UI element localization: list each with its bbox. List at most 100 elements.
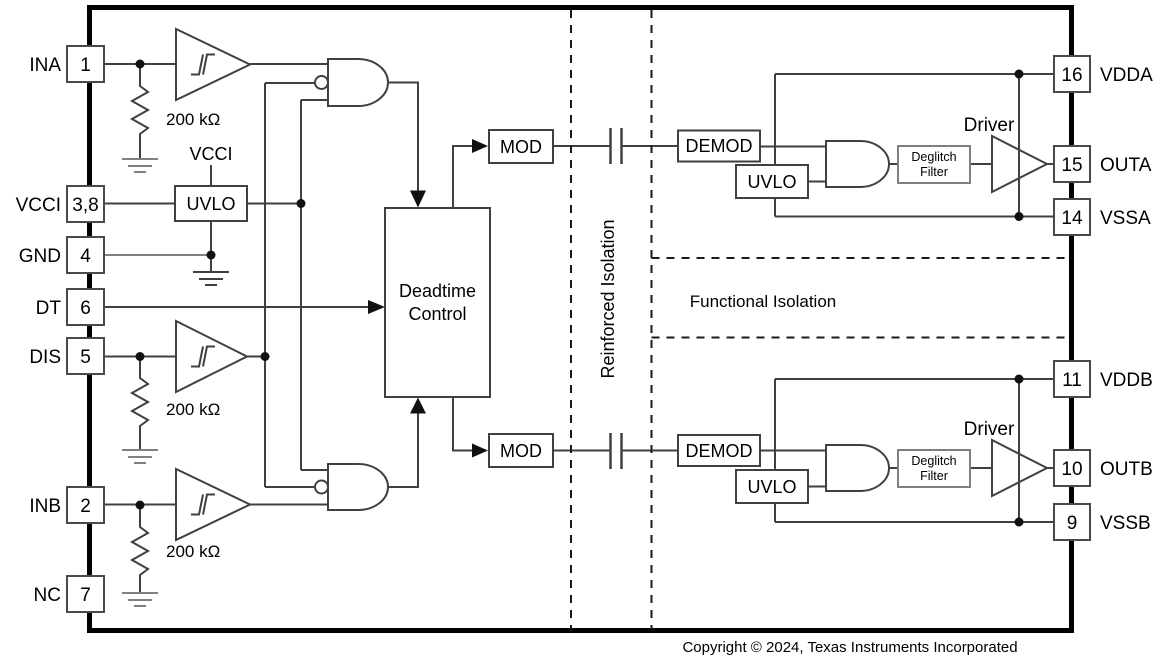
demod-a-block xyxy=(677,129,761,163)
deadtime-label-1: Deadtime xyxy=(399,281,476,301)
hysteresis-icon xyxy=(191,53,215,76)
resistor-dis-icon xyxy=(122,356,158,464)
resistor-dis-value: 200 kΩ xyxy=(166,400,220,419)
pin-number: 2 xyxy=(80,496,91,517)
pin-number: 4 xyxy=(80,246,91,267)
driver-a-label: Driver xyxy=(964,115,1015,136)
pin-number: 7 xyxy=(80,585,91,606)
uvlo-input-block xyxy=(174,185,248,222)
mod-b-label: MOD xyxy=(500,441,542,461)
isolation-capacitor-a-icon xyxy=(609,128,623,164)
deglitch-a-label-2: Filter xyxy=(920,165,948,179)
pin-labels: INA VCCI GND DT DIS INB NC VDDA OUTA VSS… xyxy=(16,55,1154,606)
resistor-ina-icon xyxy=(122,64,158,173)
block-labels: VCCI UVLO Deadtime Control MOD MOD DEMOD… xyxy=(186,115,1015,497)
mod-a-block xyxy=(488,129,554,164)
pin-box-dt xyxy=(66,288,105,326)
ground-icon xyxy=(193,271,229,286)
pin-box-dis xyxy=(66,337,105,375)
deglitch-filter-b-block xyxy=(897,449,971,488)
and-gate-a-icon xyxy=(825,140,890,188)
hysteresis-icon xyxy=(191,345,215,368)
pin-box-outb xyxy=(1053,449,1091,487)
inverter-bubble-icon xyxy=(314,75,329,90)
nand-gate-b-icon xyxy=(314,463,389,511)
arrowheads xyxy=(368,139,488,458)
demod-b-block xyxy=(677,434,761,467)
resistor-labels: 200 kΩ 200 kΩ 200 kΩ xyxy=(166,110,220,561)
left-pin-boxes xyxy=(66,45,105,613)
mod-a-label: MOD xyxy=(500,137,542,157)
pin-label-inb: INB xyxy=(29,496,61,517)
pin-number: 9 xyxy=(1067,513,1078,534)
isolation-capacitor-b-icon xyxy=(609,433,623,469)
deadtime-label-2: Control xyxy=(408,304,466,324)
pin-number: 3,8 xyxy=(72,195,98,216)
schmitt-trigger-dis-icon xyxy=(175,319,250,394)
inverter-bubble-icon xyxy=(314,479,329,495)
uvlo-input-label: UVLO xyxy=(186,194,235,214)
pin-label-vssb: VSSB xyxy=(1100,513,1151,534)
pin-number: 14 xyxy=(1061,208,1083,229)
deglitch-b-label-1: Deglitch xyxy=(911,454,956,468)
pin-label-dt: DT xyxy=(36,298,62,319)
pin-label-outa: OUTA xyxy=(1100,155,1152,176)
schmitt-trigger-inb-icon xyxy=(175,467,253,542)
pin-number: 10 xyxy=(1061,459,1082,480)
pin-label-gnd: GND xyxy=(19,246,61,267)
pin-label-vssa: VSSA xyxy=(1100,208,1151,229)
pin-number: 11 xyxy=(1062,370,1082,391)
right-pin-boxes xyxy=(1053,55,1091,541)
pin-label-dis: DIS xyxy=(29,347,61,368)
uvlo-b-label: UVLO xyxy=(747,477,796,497)
pin-box-vssa xyxy=(1053,198,1091,236)
pin-number: 16 xyxy=(1061,65,1082,86)
chip-outline xyxy=(87,5,1074,633)
copyright-text: Copyright © 2024, Texas Instruments Inco… xyxy=(682,639,1017,656)
and-gate-b-icon xyxy=(825,444,890,492)
reinforced-isolation-label: Reinforced Isolation xyxy=(598,219,618,378)
mod-b-block xyxy=(488,433,554,468)
pin-box-vdda xyxy=(1053,55,1091,93)
pin-label-vdda: VDDA xyxy=(1100,65,1153,86)
deglitch-a-label-1: Deglitch xyxy=(911,150,956,164)
schmitt-trigger-ina-icon xyxy=(175,27,253,102)
pin-number: 6 xyxy=(80,298,91,319)
isolation-barrier-lines xyxy=(570,10,1070,629)
pin-box-outa xyxy=(1053,145,1091,183)
pin-number: 1 xyxy=(80,55,91,76)
ground-icon xyxy=(122,158,158,173)
vcci-net-label: VCCI xyxy=(189,144,232,164)
pin-label-vcci: VCCI xyxy=(16,195,61,216)
pin-numbers: 1 3,8 4 6 5 2 7 16 15 14 11 10 9 xyxy=(72,55,1083,606)
resistor-inb-icon xyxy=(122,505,158,607)
hysteresis-icon xyxy=(191,493,215,516)
pin-box-gnd xyxy=(66,236,105,274)
pin-number: 15 xyxy=(1061,155,1082,176)
uvlo-b-block xyxy=(735,469,809,504)
resistor-a-value: 200 kΩ xyxy=(166,110,220,129)
pin-label-outb: OUTB xyxy=(1100,459,1153,480)
pin-box-vddb xyxy=(1053,360,1091,398)
pin-box-vcci xyxy=(66,185,105,223)
pin-label-nc: NC xyxy=(34,585,61,606)
pin-label-vddb: VDDB xyxy=(1100,370,1153,391)
driver-b-label: Driver xyxy=(964,419,1015,440)
pin-label-ina: INA xyxy=(29,55,61,76)
uvlo-a-label: UVLO xyxy=(747,172,796,192)
resistor-b-value: 200 kΩ xyxy=(166,542,220,561)
functional-isolation-label: Functional Isolation xyxy=(690,292,836,311)
junction-dots xyxy=(135,59,1024,527)
deglitch-filter-a-block xyxy=(897,145,971,184)
nand-gate-a-icon xyxy=(314,58,389,107)
ground-icon xyxy=(122,592,158,607)
pin-box-inb xyxy=(66,486,105,524)
wires xyxy=(104,63,1055,506)
pin-number: 5 xyxy=(80,347,91,368)
demod-b-label: DEMOD xyxy=(686,441,753,461)
ground-icon xyxy=(122,449,158,464)
pin-box-nc xyxy=(66,575,105,613)
pin-box-vssb xyxy=(1053,503,1091,541)
